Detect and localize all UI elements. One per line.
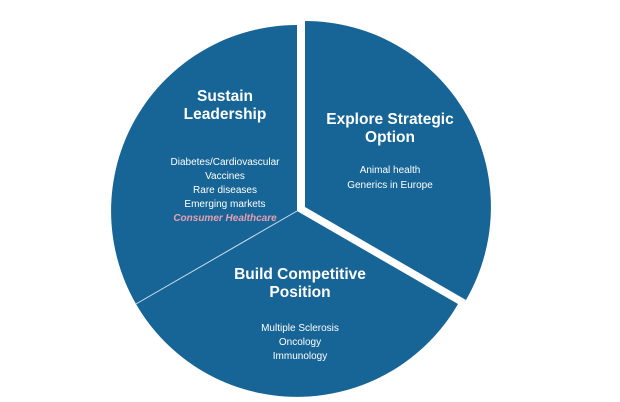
item: Generics in Europe: [347, 180, 433, 191]
segment-title: Explore Strategic Option: [310, 111, 470, 147]
item: Immunology: [272, 351, 328, 362]
slice-explore-strategic: [305, 21, 491, 300]
segment-explore-strategic: Explore Strategic Option Animal health G…: [310, 111, 470, 193]
item: Rare diseases: [193, 185, 257, 196]
item: Vaccines: [205, 171, 245, 182]
separator-line: [135, 210, 298, 305]
segment-build-competitive: Build Competitive Position Multiple Scle…: [215, 266, 385, 364]
title-line: Build Competitive: [234, 266, 366, 283]
title-line: Leadership: [183, 106, 267, 123]
segment-items: Diabetes/Cardiovascular Vaccines Rare di…: [140, 156, 310, 226]
title-line: Position: [269, 284, 331, 301]
item: Emerging markets: [184, 199, 266, 210]
segment-title: Sustain Leadership: [140, 88, 310, 124]
segment-items: Animal health Generics in Europe: [310, 163, 470, 193]
title-line: Option: [365, 129, 415, 146]
segment-sustain-leadership: Sustain Leadership Diabetes/Cardiovascul…: [140, 88, 310, 226]
item: Animal health: [359, 165, 421, 176]
highlight-item: Consumer Healthcare: [173, 213, 277, 224]
segment-items: Multiple Sclerosis Oncology Immunology: [215, 322, 385, 364]
item: Oncology: [278, 337, 322, 348]
slice-build-competitive: [136, 211, 458, 397]
title-line: Sustain: [197, 88, 253, 105]
slice-sustain-leadership: [111, 25, 297, 304]
title-line: Explore Strategic: [326, 111, 454, 128]
item: Diabetes/Cardiovascular: [170, 157, 280, 168]
segment-title: Build Competitive Position: [215, 266, 385, 302]
item: Multiple Sclerosis: [261, 323, 339, 334]
